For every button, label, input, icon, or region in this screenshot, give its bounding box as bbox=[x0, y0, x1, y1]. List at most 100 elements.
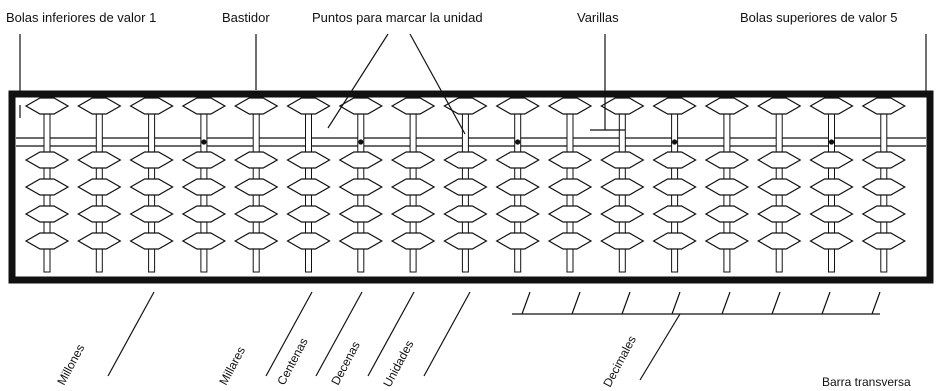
upper-bead bbox=[286, 97, 331, 115]
leader-hundreds bbox=[315, 291, 363, 377]
label-rods: Varillas bbox=[577, 10, 619, 25]
rod-6 bbox=[286, 97, 331, 273]
rod-16 bbox=[809, 97, 854, 273]
lower-bead bbox=[600, 232, 645, 250]
lower-bead bbox=[495, 232, 540, 250]
lower-bead bbox=[652, 232, 697, 250]
upper-bead bbox=[704, 97, 750, 115]
rod-9 bbox=[443, 97, 488, 273]
rod-5 bbox=[233, 97, 279, 273]
lower-bead bbox=[129, 205, 174, 223]
lower-bead bbox=[861, 205, 907, 223]
lower-bead bbox=[495, 205, 540, 223]
unit-dot bbox=[828, 139, 835, 145]
lower-bead bbox=[756, 205, 802, 223]
lower-bead bbox=[77, 232, 122, 250]
lower-bead bbox=[495, 178, 540, 196]
lower-bead bbox=[181, 178, 227, 196]
lower-bead bbox=[443, 178, 488, 196]
lower-bead bbox=[77, 151, 122, 169]
lower-bead bbox=[547, 205, 593, 223]
lower-bead bbox=[338, 205, 384, 223]
lower-bead bbox=[286, 205, 331, 223]
rod-14 bbox=[704, 97, 750, 273]
lower-bead bbox=[704, 232, 750, 250]
rod-15 bbox=[756, 97, 802, 273]
lower-bead bbox=[129, 151, 174, 169]
lower-bead bbox=[600, 178, 645, 196]
lower-bead bbox=[547, 232, 593, 250]
lower-bead bbox=[24, 232, 70, 250]
lower-bead bbox=[181, 232, 227, 250]
rod-1 bbox=[24, 97, 70, 273]
upper-bead bbox=[24, 97, 70, 115]
upper-bead bbox=[181, 97, 227, 115]
lower-bead bbox=[547, 151, 593, 169]
label-thousands: Millares bbox=[216, 344, 248, 387]
lower-bead bbox=[390, 151, 436, 169]
upper-bead bbox=[129, 97, 174, 115]
lower-bead bbox=[861, 178, 907, 196]
lower-bead bbox=[129, 232, 174, 250]
rod-11 bbox=[547, 97, 593, 273]
lower-bead bbox=[861, 151, 907, 169]
label-lower-beads: Bolas inferiores de valor 1 bbox=[6, 10, 156, 25]
lower-bead bbox=[181, 151, 227, 169]
decimal-tick bbox=[771, 291, 781, 315]
unit-dot bbox=[515, 139, 521, 145]
lower-bead bbox=[861, 232, 907, 250]
leader-thousands bbox=[265, 291, 313, 377]
leader-tens bbox=[367, 291, 415, 377]
decimal-tick bbox=[721, 291, 731, 315]
decimal-tick bbox=[571, 291, 581, 315]
rod-17 bbox=[861, 97, 907, 273]
decimal-tick bbox=[871, 291, 881, 315]
rods-group bbox=[24, 97, 907, 273]
leader-units bbox=[423, 291, 471, 377]
lower-bead bbox=[704, 205, 750, 223]
rod-12 bbox=[600, 97, 645, 273]
leader-millions bbox=[107, 291, 155, 377]
decimal-tick bbox=[621, 291, 631, 315]
label-tens: Decenas bbox=[328, 339, 363, 387]
label-millions: Millones bbox=[54, 342, 87, 387]
rod-8 bbox=[390, 97, 436, 273]
lower-bead bbox=[443, 205, 488, 223]
upper-bead bbox=[600, 97, 645, 115]
lower-bead bbox=[233, 205, 279, 223]
lower-bead bbox=[24, 151, 70, 169]
label-upper-beads: Bolas superiores de valor 5 bbox=[740, 10, 898, 25]
unit-dot bbox=[672, 139, 678, 145]
rod-4 bbox=[181, 97, 227, 273]
lower-bead bbox=[390, 232, 436, 250]
bottom-leader-lines bbox=[107, 291, 880, 381]
lower-bead bbox=[600, 205, 645, 223]
lower-bead bbox=[24, 178, 70, 196]
lower-bead bbox=[181, 205, 227, 223]
abacus-frame bbox=[8, 90, 934, 284]
lower-bead bbox=[338, 178, 384, 196]
rod-2 bbox=[77, 97, 122, 273]
lower-bead bbox=[652, 151, 697, 169]
decimal-tick bbox=[671, 291, 681, 315]
label-hundreds: Centenas bbox=[274, 335, 310, 387]
lower-bead bbox=[809, 178, 854, 196]
lower-bead bbox=[809, 205, 854, 223]
lower-bead bbox=[809, 151, 854, 169]
lower-bead bbox=[233, 178, 279, 196]
lower-bead bbox=[547, 178, 593, 196]
upper-bead bbox=[338, 97, 384, 115]
lower-bead bbox=[286, 232, 331, 250]
top-leader-lines bbox=[19, 33, 927, 135]
unit-dot bbox=[201, 139, 207, 145]
upper-bead bbox=[809, 97, 854, 115]
lower-bead bbox=[756, 151, 802, 169]
upper-bead bbox=[495, 97, 540, 115]
lower-bead bbox=[652, 205, 697, 223]
upper-bead bbox=[652, 97, 697, 115]
leader-decimals bbox=[639, 313, 681, 381]
upper-bead bbox=[756, 97, 802, 115]
upper-bead bbox=[233, 97, 279, 115]
lower-bead bbox=[756, 232, 802, 250]
decimal-tick bbox=[821, 291, 831, 315]
